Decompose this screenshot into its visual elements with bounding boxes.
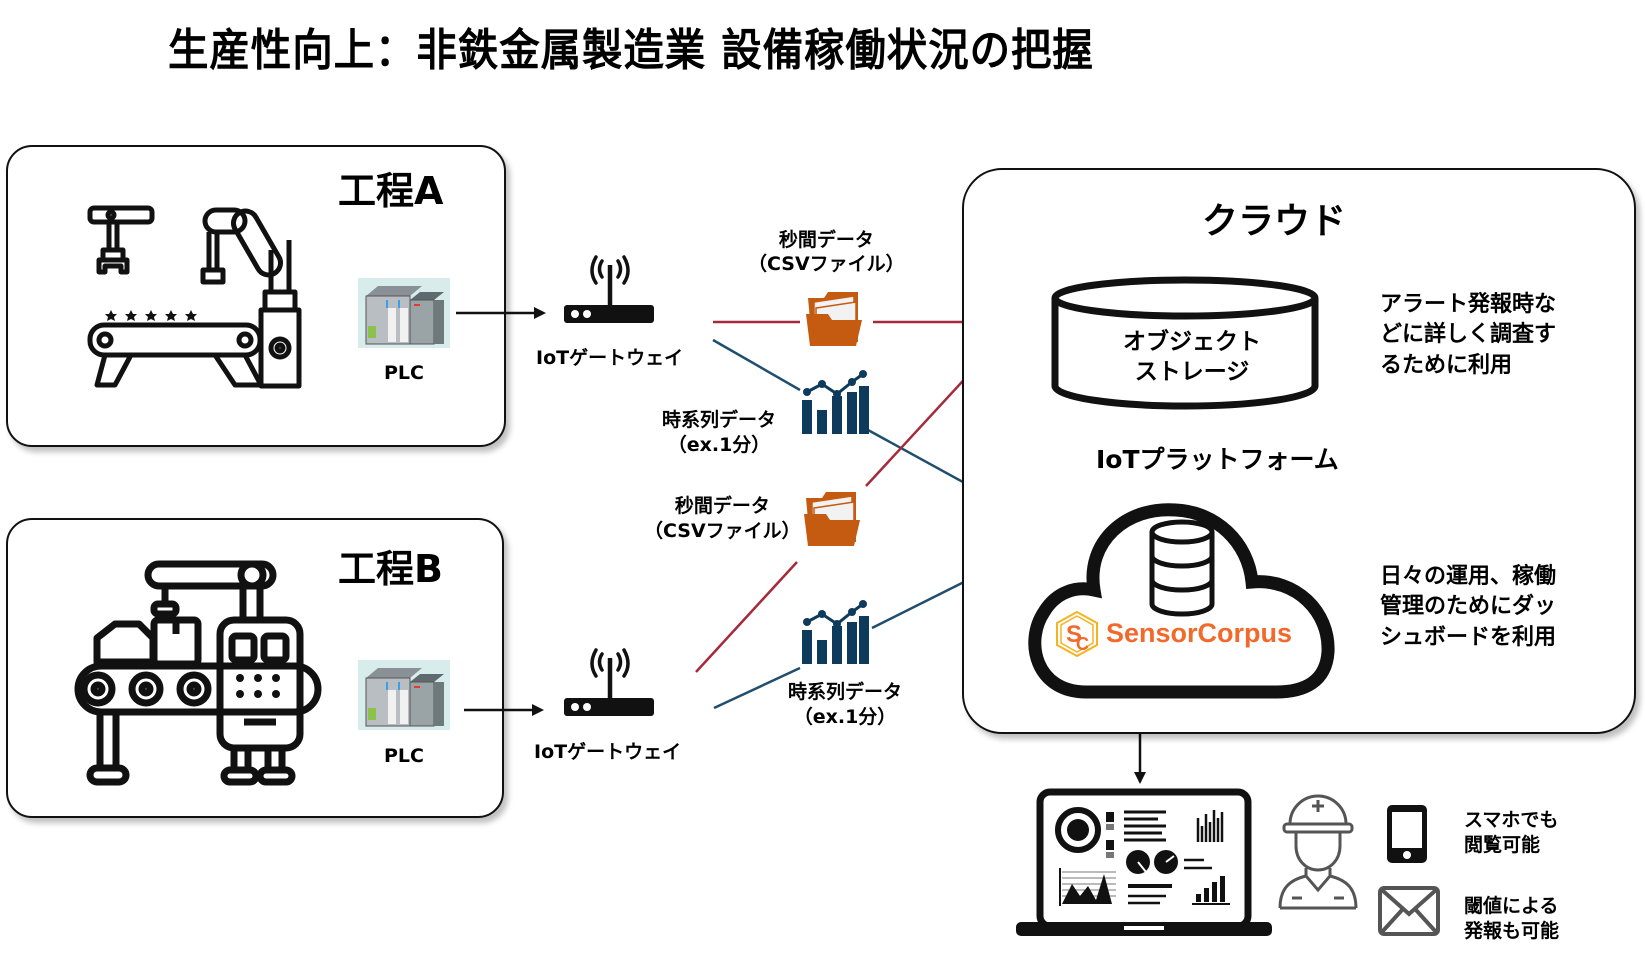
- mail-description: 閾値による 発報も可能: [1464, 894, 1559, 943]
- mail-envelope-icon: [1378, 886, 1440, 936]
- plc-to-gateway-a-arrow: [456, 307, 546, 319]
- csv-a-label-line1: 秒間データ: [778, 229, 874, 251]
- laptop-dashboard-icon: [1016, 788, 1272, 936]
- process-b-title: 工程B: [338, 547, 443, 591]
- iot-gateway-router-icon: [564, 255, 654, 323]
- csv-b-label-line1: 秒間データ: [674, 495, 770, 517]
- cloud-title: クラウド: [1202, 201, 1347, 242]
- csv-a-label-line2: （CSVファイル）: [748, 253, 905, 276]
- mail-desc-line: 閾値による: [1464, 895, 1559, 917]
- timeseries-chart-icon: [802, 370, 869, 434]
- ts-b-label-line1: 時系列データ: [788, 681, 903, 703]
- page-title: 生産性向上：非鉄金属製造業 設備稼働状況の把握: [168, 25, 1094, 76]
- gateway-a-label: IoTゲートウェイ: [536, 347, 684, 369]
- smartphone-desc-line: 閲覧可能: [1464, 833, 1541, 856]
- ts-a-label: 時系列データ （ex.1分）: [662, 408, 776, 457]
- platform-description: 日々の運用、稼働 管理のためにダッ シュボードを利用: [1380, 562, 1556, 653]
- csv-folder-icon: [806, 292, 862, 346]
- storage-description: アラート発報時な どに詳しく調査す るために利用: [1380, 290, 1556, 381]
- object-storage-label: オブジェクト ストレージ: [1092, 328, 1292, 388]
- iot-platform-title: IoTプラットフォーム: [1096, 445, 1339, 474]
- csv-b-label: 秒間データ （CSVファイル）: [644, 494, 801, 543]
- flow-a-ts-line: [712, 338, 801, 392]
- svg-text:S: S: [1066, 621, 1082, 648]
- ts-a-label-line2: （ex.1分）: [667, 433, 771, 456]
- process-a-title: 工程A: [338, 169, 444, 213]
- smartphone-desc-line: スマホでも: [1464, 809, 1559, 831]
- storage-label-line1: オブジェクト: [1123, 329, 1261, 355]
- mail-desc-line: 発報も可能: [1464, 919, 1560, 942]
- timeseries-chart-icon: [802, 600, 869, 664]
- ts-a-label-line1: 時系列データ: [662, 409, 777, 431]
- plc-device-icon: [358, 660, 450, 730]
- ts-b-label-line2: （ex.1分）: [793, 705, 897, 728]
- storage-desc-line: るために利用: [1380, 352, 1513, 378]
- flow-b-csv-line: [695, 561, 798, 673]
- storage-desc-line: どに詳しく調査す: [1380, 322, 1557, 348]
- plc-b-label: PLC: [384, 745, 424, 767]
- storage-label-line2: ストレージ: [1134, 358, 1250, 385]
- iot-gateway-router-icon: [564, 648, 654, 716]
- gateway-b-label: IoTゲートウェイ: [534, 741, 682, 763]
- platform-desc-line: 日々の運用、稼働: [1380, 564, 1557, 589]
- cloud-platform-icon: [1028, 503, 1335, 699]
- plc-to-gateway-b-arrow: [464, 704, 544, 716]
- smartphone-description: スマホでも 閲覧可能: [1464, 808, 1558, 857]
- sensorcorpus-logo-icon: S C: [1056, 610, 1098, 658]
- svg-text:C: C: [1076, 634, 1089, 654]
- csv-b-label-line2: （CSVファイル）: [644, 519, 801, 542]
- plc-device-icon: [358, 278, 450, 348]
- storage-desc-line: アラート発報時な: [1380, 292, 1557, 317]
- factory-packaging-machine-icon: [74, 560, 322, 786]
- platform-desc-line: 管理のためにダッ: [1380, 594, 1557, 620]
- factory-conveyor-robot-icon: [87, 205, 302, 389]
- smartphone-icon: [1387, 805, 1427, 863]
- sensorcorpus-brand: SensorCorpus: [1106, 618, 1293, 648]
- object-storage-cylinder-icon: [1051, 276, 1319, 410]
- worker-helmet-icon: [1278, 794, 1358, 910]
- csv-folder-icon: [804, 492, 860, 546]
- platform-desc-line: シュボードを利用: [1380, 624, 1557, 650]
- csv-a-label: 秒間データ （CSVファイル）: [748, 228, 905, 277]
- ts-b-label: 時系列データ （ex.1分）: [788, 680, 902, 729]
- flow-b-ts-line: [713, 666, 801, 710]
- plc-a-label: PLC: [384, 362, 424, 384]
